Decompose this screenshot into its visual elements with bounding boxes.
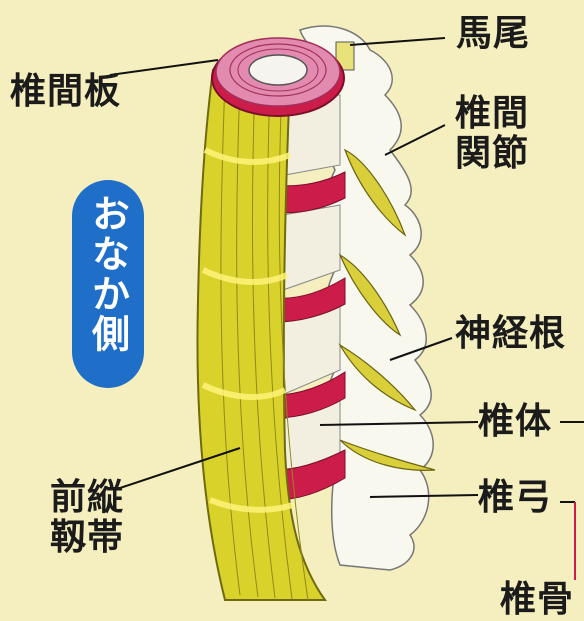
top-disc <box>212 38 344 116</box>
label-vertebral-arch: 椎弓 <box>478 478 552 518</box>
label-vertebra: 椎骨 <box>500 580 574 620</box>
anterior-side-badge: おなか側 <box>72 180 144 388</box>
label-nerve-root: 神経根 <box>455 314 566 354</box>
label-intervertebral-disc: 椎間板 <box>10 72 121 112</box>
label-vertebral-body: 椎体 <box>478 402 552 442</box>
anterior-side-text: おなか側 <box>81 194 136 354</box>
label-facet-joint: 椎間関節 <box>455 94 539 174</box>
label-cauda-equina: 馬尾 <box>456 14 530 54</box>
label-anterior-ligament: 前縦靱帯 <box>50 478 134 558</box>
